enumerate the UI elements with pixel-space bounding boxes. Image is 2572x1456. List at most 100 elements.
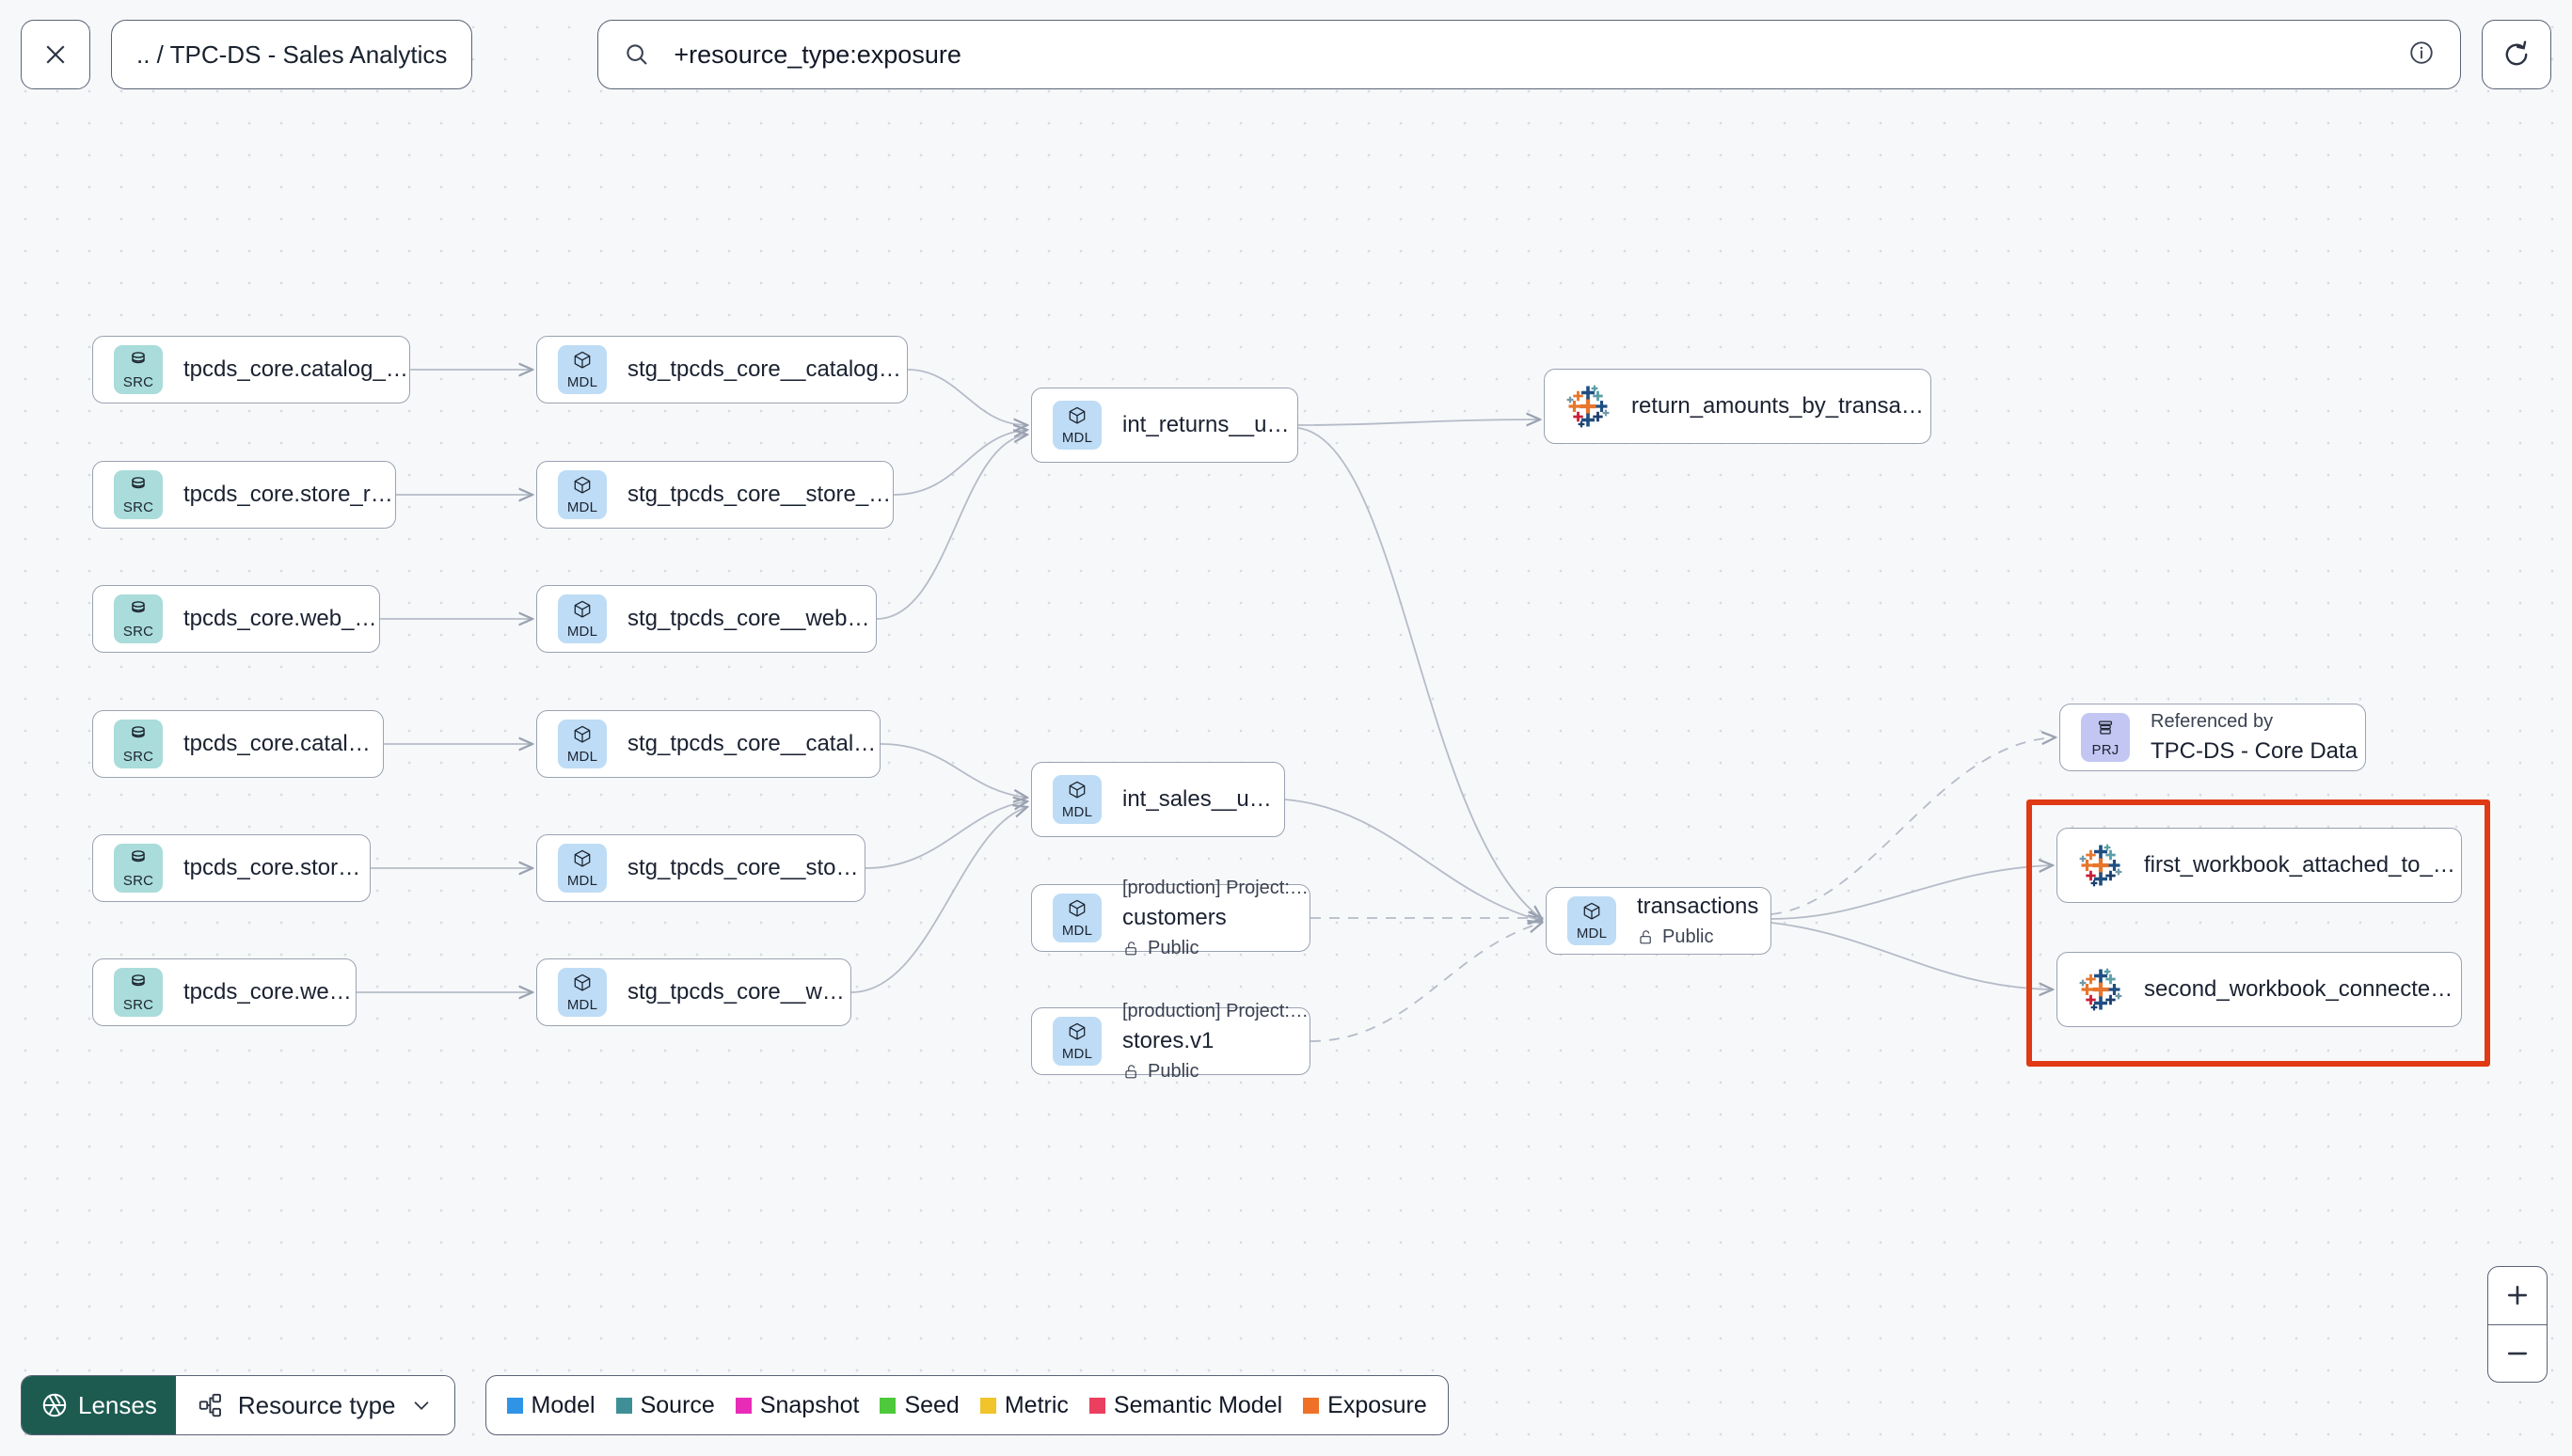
database-icon — [132, 601, 145, 613]
node-type-badge-mdl: MDL — [558, 968, 607, 1017]
graph-node-stores_v1[interactable]: MDL[production] Project: TPC-DS - Core D… — [1031, 1001, 1310, 1082]
node-text: [production] Project: TPC-DS - Core Data… — [1122, 997, 1310, 1086]
legend-swatch — [1303, 1397, 1320, 1414]
legend-label: Model — [531, 1391, 595, 1418]
badge-text: SRC — [122, 873, 154, 889]
node-label: transactions — [1637, 893, 1759, 919]
legend-swatch — [979, 1397, 996, 1414]
node-type-badge-mdl: MDL — [1053, 401, 1102, 450]
node-type-badge-mdl: MDL — [1567, 896, 1616, 945]
legend-item-exposure[interactable]: Exposure — [1303, 1392, 1427, 1419]
legend-label: Seed — [904, 1391, 960, 1418]
badge-glyph — [128, 973, 149, 997]
breadcrumb[interactable]: .. / TPC-DS - Sales Analytics — [111, 20, 473, 89]
graph-node-exposure_first[interactable]: first_workbook_attached_to_tpc-ds_-_… — [2056, 828, 2462, 903]
badge-text: MDL — [1061, 430, 1093, 446]
node-type-badge-prj: PRJ — [2081, 713, 2130, 762]
node-label: TPC-DS - Core Data Models — [2151, 737, 2365, 764]
close-button[interactable] — [21, 20, 90, 89]
search-icon — [627, 44, 648, 65]
node-label: stg_tpcds_core__web_returns — [627, 606, 876, 631]
lenses-button[interactable]: Lenses — [22, 1376, 176, 1434]
badge-glyph — [1581, 901, 1602, 926]
search-input[interactable] — [674, 40, 2394, 70]
search-bar[interactable] — [597, 20, 2461, 89]
legend-swatch — [1088, 1397, 1105, 1414]
node-label: tpcds_core.store_sales — [183, 855, 370, 880]
graph-node-exposure_second[interactable]: second_workbook_connected_to_live… — [2056, 952, 2462, 1027]
zoom-out-button[interactable] — [2488, 1323, 2547, 1383]
graph-node-customers[interactable]: MDL [production] Project: TPC-DS - Core D… — [1031, 878, 1310, 958]
bottom-toolbar: Lenses Resource type Model Source Snapshot… — [21, 1375, 1449, 1435]
node-label: int_sales__unioned — [1122, 786, 1284, 812]
node-type-badge-mdl: MDL — [558, 345, 607, 394]
database-icon — [132, 850, 145, 863]
node-visibility: Public — [1637, 923, 1758, 951]
cube-icon — [1583, 902, 1600, 920]
badge-text: MDL — [566, 873, 598, 889]
node-label: tpcds_core.catalog_returns — [183, 356, 409, 382]
tableau-icon — [1566, 385, 1610, 428]
badge-text: SRC — [122, 749, 154, 765]
database-icon — [132, 974, 145, 987]
legend-item-snapshot[interactable]: Snapshot — [735, 1392, 859, 1419]
resource-type-dropdown[interactable]: Resource type — [175, 1376, 454, 1434]
graph-node-return_amounts[interactable]: return_amounts_by_transaction_type — [1544, 369, 1931, 444]
lenses-label: Lenses — [78, 1390, 157, 1419]
lock-open-icon — [1125, 942, 1136, 956]
legend-item-seed[interactable]: Seed — [880, 1391, 960, 1419]
legend-swatch — [880, 1397, 897, 1414]
refresh-icon — [2505, 40, 2528, 66]
cube-icon — [574, 476, 591, 494]
legend-item-semantic-model[interactable]: Semantic Model — [1088, 1392, 1282, 1419]
badge-glyph — [1067, 898, 1088, 923]
graph-node-int_sales_unioned[interactable]: MDL int_sales__unioned — [1031, 762, 1285, 837]
badge-glyph — [128, 848, 149, 873]
tableau-icon — [2079, 844, 2122, 887]
database-icon — [132, 477, 145, 489]
legend-label: Exposure — [1327, 1391, 1427, 1418]
refresh-button[interactable] — [2482, 20, 2551, 89]
node-visibility-label: Public — [1148, 938, 1199, 959]
breadcrumb-label: .. / TPC-DS - Sales Analytics — [136, 40, 448, 69]
node-type-badge-mdl: MDL — [1053, 894, 1102, 942]
lock-open-icon — [1640, 930, 1651, 944]
node-label: customers — [1122, 904, 1227, 930]
info-circle-icon[interactable] — [2407, 39, 2436, 71]
node-label: tpcds_core.store_returns — [183, 482, 395, 507]
graph-node-src_store_sales[interactable]: SRC tpcds_core.store_sales — [92, 834, 371, 902]
legend-item-metric[interactable]: Metric — [979, 1392, 1069, 1419]
node-type-badge-src: SRC — [114, 844, 163, 893]
node-text: [production] Project: TPC-DS - Core Data… — [1122, 874, 1310, 963]
node-type-badge-src: SRC — [114, 968, 163, 1017]
badge-text: PRJ — [2091, 742, 2120, 758]
node-type-badge-mdl: MDL — [1053, 775, 1102, 824]
legend-label: Source — [640, 1391, 715, 1418]
badge-glyph — [128, 724, 149, 749]
legend-swatch — [735, 1397, 752, 1414]
cube-icon — [1069, 781, 1086, 799]
zoom-in-button[interactable] — [2488, 1267, 2547, 1324]
node-project-label: [production] Project: TPC-DS - Core Data… — [1122, 1000, 1310, 1021]
node-label: second_workbook_connected_to_live… — [2144, 976, 2461, 1002]
legend-item-model[interactable]: Model — [506, 1391, 595, 1419]
legend-item-source[interactable]: Source — [615, 1391, 715, 1419]
badge-text: MDL — [566, 997, 598, 1013]
node-type-badge-mdl: MDL — [558, 844, 607, 893]
node-project-label: [production] Project: TPC-DS - Core Data… — [1122, 877, 1310, 898]
